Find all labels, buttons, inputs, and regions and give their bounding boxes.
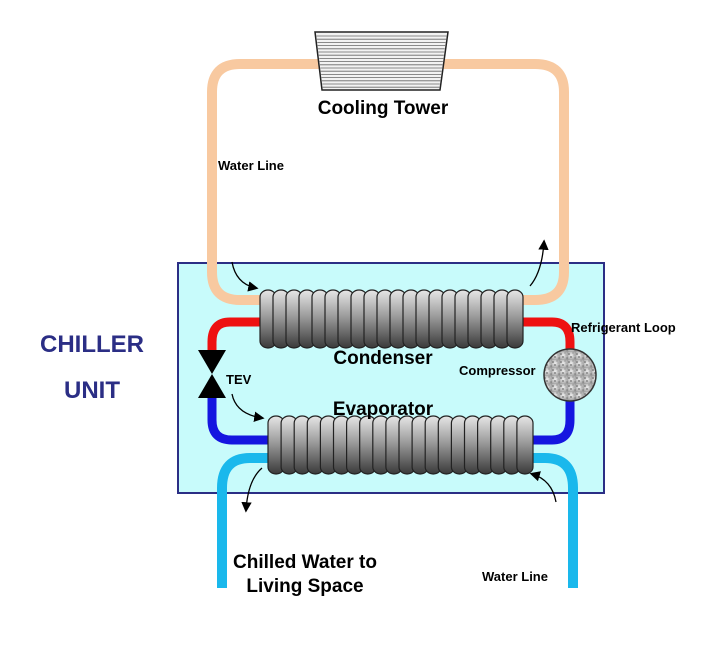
compressor-label: Compressor	[459, 363, 536, 378]
cooling-tower-label: Cooling Tower	[318, 98, 449, 119]
tev-valve-symbol	[198, 350, 226, 398]
chilled-water-supply-line	[217, 453, 270, 588]
coil-turn	[506, 289, 524, 349]
flow-arrow-tev	[231, 393, 265, 422]
chiller-label-line2: UNIT	[64, 377, 120, 404]
evaporator-coil	[267, 415, 534, 475]
tev-label: TEV	[226, 372, 252, 387]
flow-arrow-tower-in	[231, 261, 259, 292]
condenser-label: Condenser	[333, 348, 433, 369]
refrigerant-loop-label: Refrigerant Loop	[571, 320, 676, 335]
chilled-water-label-line1: Chilled Water to	[233, 552, 377, 573]
flow-arrow-tower-out	[529, 239, 549, 287]
refrigerant-line-hot	[207, 317, 575, 352]
chilled-water-return-line	[528, 453, 578, 588]
evaporator-label: Evaporator	[333, 399, 434, 420]
flow-arrows	[231, 239, 557, 513]
chiller-label-line1: CHILLER	[40, 331, 144, 358]
flow-arrow-chilled-out	[241, 467, 263, 513]
cooling-tower	[314, 31, 449, 91]
chilled-water-label-line2: Living Space	[246, 576, 363, 597]
coil-turn	[516, 415, 534, 475]
water-line-bottom-label: Water Line	[482, 569, 548, 584]
refrigerant-line-cold	[207, 398, 575, 445]
water-line-top-label: Water Line	[218, 158, 284, 173]
compressor-symbol	[543, 348, 597, 402]
flow-arrow-return-in	[529, 471, 557, 503]
condenser-coil	[259, 289, 524, 349]
